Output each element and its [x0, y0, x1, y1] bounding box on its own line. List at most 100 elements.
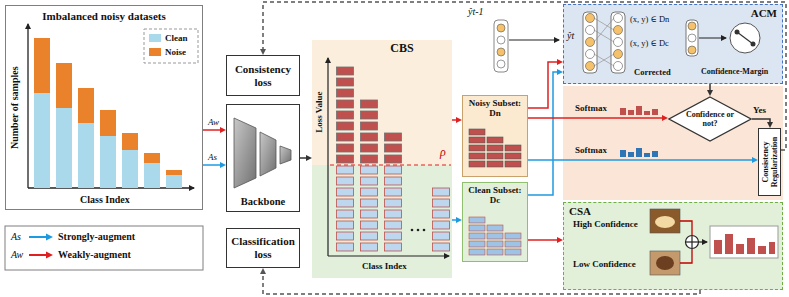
- node-text: Backbone: [241, 196, 285, 208]
- arrowhead: [260, 268, 266, 274]
- sample-image: [656, 256, 674, 270]
- neuron: [688, 34, 696, 42]
- flow-line: [509, 39, 559, 40]
- neuron: [614, 62, 623, 71]
- node-text: CBS: [390, 42, 413, 56]
- softmax-bar: [652, 109, 658, 115]
- legend-arrow-sample: [29, 236, 47, 238]
- loss-column: [432, 187, 450, 253]
- backbone-network: [234, 118, 291, 188]
- ellipsis-dot: [417, 229, 420, 232]
- weight-line: [594, 54, 614, 66]
- softmax-bar: [620, 150, 626, 157]
- connector: [203, 162, 226, 168]
- legend-arrow-sample: [28, 232, 54, 242]
- connector-line: [452, 119, 456, 121]
- connector-line: [263, 274, 700, 294]
- subset-column: [504, 232, 522, 256]
- output-bar: [758, 246, 766, 254]
- softmax-bar: [636, 106, 642, 115]
- clean-bar: [78, 123, 94, 188]
- loss-column: [336, 165, 354, 253]
- output-bar: [725, 234, 733, 254]
- noise-bar: [78, 88, 94, 123]
- neuron: [497, 48, 505, 56]
- conv-block: [260, 132, 276, 176]
- legend-text: Noise: [165, 47, 186, 57]
- annotation-label: Loss Value: [314, 72, 324, 152]
- dataset-chart: [28, 24, 198, 188]
- connector-line: [528, 72, 557, 195]
- node-text: Imbalanced noisy datasets: [42, 10, 165, 23]
- csa-illustration: [650, 209, 778, 275]
- noise-bar: [144, 153, 160, 163]
- connector: [300, 155, 312, 161]
- subset-column: [486, 224, 504, 256]
- legend-arrow-sample: [46, 251, 53, 258]
- output-column: [494, 20, 508, 72]
- clean-bar: [34, 93, 50, 188]
- arrowhead: [707, 90, 713, 96]
- confidence-margin-symbol: [730, 23, 760, 53]
- node-text: CSA: [569, 205, 591, 218]
- annotation-label: ρ: [440, 146, 446, 160]
- clean-bar: [100, 136, 116, 188]
- neuron: [586, 14, 595, 23]
- weight-line: [594, 18, 614, 42]
- process-box: CSA: [563, 202, 783, 290]
- node-text: Consistency loss: [230, 63, 296, 88]
- weight-line: [594, 18, 614, 30]
- softmax-bar: [620, 108, 626, 115]
- loss-column: [360, 165, 378, 253]
- neuron: [688, 22, 696, 30]
- annotation-label: Corrected: [634, 68, 671, 78]
- legend-text: Clean: [165, 33, 188, 43]
- connector-line: [528, 159, 752, 161]
- loss-column: [360, 99, 378, 165]
- connector-line: [300, 157, 306, 159]
- legend-arrow-sample: [29, 254, 47, 256]
- acm-network: [583, 12, 760, 73]
- connector-line: [452, 219, 456, 221]
- node-text: Consistency Regularization: [760, 130, 778, 194]
- annotation-label: Class Index: [362, 261, 407, 271]
- neuron: [586, 62, 595, 71]
- process-box: Consistency Regularization: [758, 128, 781, 196]
- legend-swatch: [149, 48, 161, 56]
- connector: [528, 59, 563, 108]
- node-text: Noisy Subset: Dn: [465, 98, 525, 119]
- connector: [452, 217, 462, 223]
- loss-column: [384, 165, 402, 253]
- process-box: Noisy Subset: Dn: [462, 95, 528, 177]
- clean-bar: [166, 175, 182, 188]
- flow-line: [699, 241, 707, 242]
- edge-label: As: [207, 152, 218, 162]
- clean-bar: [144, 163, 160, 188]
- output-column: [611, 12, 625, 73]
- confidence-margin-symbol: [751, 42, 756, 47]
- previous-prediction: [494, 20, 559, 72]
- sum-symbol: [691, 236, 692, 248]
- subset-column: [468, 128, 486, 168]
- softmax-bar: [644, 153, 650, 157]
- output-column: [686, 20, 698, 56]
- process-box: Clean Subset: Dc: [462, 182, 528, 262]
- legend-item: Strongly-augment: [28, 231, 135, 243]
- weight-line: [594, 30, 614, 42]
- process-box: Backbone: [226, 104, 300, 212]
- clean-bar: [122, 150, 138, 188]
- noise-bar: [100, 110, 116, 136]
- output-bar: [736, 244, 744, 254]
- connector: [707, 84, 713, 96]
- clean-bar: [56, 108, 72, 188]
- neuron: [497, 60, 505, 68]
- subset-column: [504, 144, 522, 168]
- annotation-label: (x, y) ∈ Dc: [630, 39, 669, 49]
- consistency-branch-fill: [563, 86, 783, 200]
- axis-line: [27, 24, 28, 188]
- connector: [260, 2, 786, 150]
- softmax-bar: [628, 110, 634, 115]
- connector: [752, 119, 773, 128]
- cbs-plot: [312, 40, 452, 278]
- neuron: [497, 24, 505, 32]
